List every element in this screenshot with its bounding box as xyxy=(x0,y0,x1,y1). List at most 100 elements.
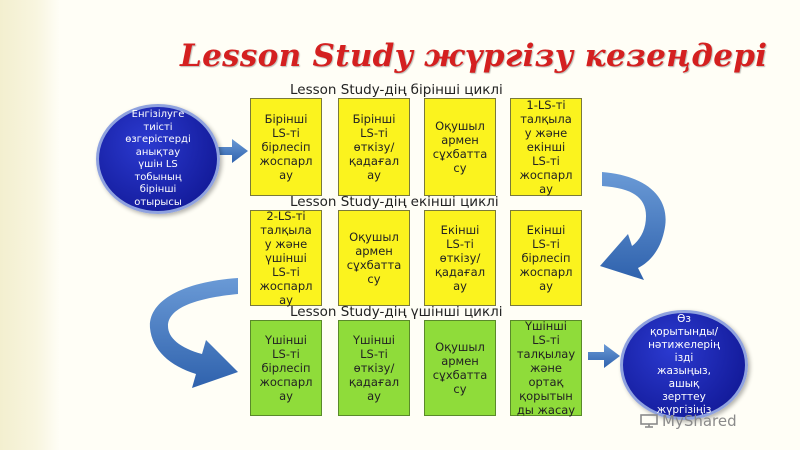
box-text-line: ау xyxy=(539,279,553,293)
box-text-line: ортақ xyxy=(528,375,564,389)
box-text-line: LS-ті xyxy=(446,237,474,251)
box-text-line: у және xyxy=(524,126,568,140)
arrow-right-2 xyxy=(588,344,620,368)
box-text-line: қорытын xyxy=(519,389,573,403)
box-text-line: талқыла xyxy=(260,223,312,237)
box-text-line: Екінші xyxy=(526,223,566,237)
decorative-stripe xyxy=(0,0,60,450)
box-text-line: ау xyxy=(279,168,293,182)
box-text-line: Оқушыл xyxy=(435,340,485,354)
box-text-line: LS-ті xyxy=(360,126,388,140)
box-text-line: су xyxy=(453,382,467,396)
box-text-line: талқылау xyxy=(516,347,576,361)
presentation-icon xyxy=(640,414,658,428)
box-text-line: Үшінші xyxy=(525,319,567,333)
box-text-line: армен xyxy=(441,133,479,147)
box-text-line: жоспарл xyxy=(259,154,313,168)
watermark: MyShared xyxy=(640,412,737,430)
circle-text-line: Өз xyxy=(677,313,691,325)
box-text-line: LS-ті xyxy=(272,126,300,140)
box-text-line: 1-LS-ті xyxy=(526,98,566,112)
box-text-line: армен xyxy=(441,354,479,368)
box-text-line: ау xyxy=(367,389,381,403)
box-text-line: LS-ті xyxy=(532,154,560,168)
box-text-line: Екінші xyxy=(440,223,480,237)
box-text-line: талқыла xyxy=(520,112,572,126)
box-text-line: у және xyxy=(264,237,308,251)
box-text-line: екінші xyxy=(526,140,566,154)
box-text-line: Бірінші xyxy=(264,112,308,126)
box-text-line: LS-ті xyxy=(272,265,300,279)
box-text-line: бірлесіп xyxy=(261,361,311,375)
box-text-line: Бірінші xyxy=(352,112,396,126)
box-text-line: армен xyxy=(355,244,393,258)
box-text-line: су xyxy=(367,272,381,286)
cycle-3-heading: Lesson Study-дің үшінші циклі xyxy=(290,304,503,320)
circle-text-line: нәтижелерің xyxy=(648,339,720,351)
circle-text-line: зерттеу xyxy=(662,391,706,403)
circle-text-line: өзгерістерді xyxy=(125,134,191,145)
box-text-line: қадағал xyxy=(348,154,400,168)
circle-text-line: ашық xyxy=(668,378,700,390)
box-text-line: су xyxy=(453,161,467,175)
circle-text-line: тиісті xyxy=(143,121,173,133)
box-text-line: Үшінші xyxy=(265,333,307,347)
circle-text-line: тобының xyxy=(134,171,182,183)
box-text-line: және xyxy=(529,361,562,375)
box-text-line: LS-ті xyxy=(360,347,388,361)
box-text-line: үшінші xyxy=(265,251,307,265)
box-text-line: Оқушыл xyxy=(435,119,485,133)
box-text-line: LS-ті xyxy=(532,333,560,347)
box-text-line: Оқушыл xyxy=(349,230,399,244)
box-text-line: жоспарл xyxy=(259,279,313,293)
box-text-line: ау xyxy=(539,182,553,196)
watermark-text: MyShared xyxy=(662,412,737,430)
arrow-curve-right xyxy=(600,172,666,280)
box-text-line: өткізу/ xyxy=(353,361,395,375)
circle-text-line: отырысы xyxy=(134,196,182,208)
cycle-2-heading: Lesson Study-дің екінші циклі xyxy=(290,194,499,210)
cycle-1-heading: Lesson Study-дің бірінші циклі xyxy=(290,82,503,98)
box-text-line: LS-ті xyxy=(272,347,300,361)
box-text-line: ды жасау xyxy=(516,403,576,417)
box-text-line: бірлесіп xyxy=(521,251,571,265)
box-text-line: сұхбатта xyxy=(432,147,488,161)
box-text-line: жоспарл xyxy=(519,168,573,182)
box-text-line: жоспарл xyxy=(259,375,313,389)
box-text-line: сұхбатта xyxy=(346,258,402,272)
circle-text-line: ізді xyxy=(674,352,694,364)
box-text-line: 2-LS-ті xyxy=(266,209,306,223)
box-text-line: өткізу/ xyxy=(439,251,481,265)
box-text-line: ау xyxy=(279,293,293,307)
box-text-line: ау xyxy=(367,168,381,182)
box-text-line: LS-ті xyxy=(532,237,560,251)
box-text-line: өткізу/ xyxy=(353,140,395,154)
circle-text-line: Енгізілуге xyxy=(131,109,185,120)
slide-title: Lesson Study жүргізу кезеңдері xyxy=(180,38,768,74)
circle-text-line: анықтау xyxy=(135,146,181,158)
circle-text-line: жүргізіңіз xyxy=(656,404,712,416)
box-text-line: Үшінші xyxy=(353,333,395,347)
arrow-curve-left xyxy=(149,278,238,388)
box-text-line: ау xyxy=(453,279,467,293)
box-text-line: жоспарл xyxy=(519,265,573,279)
circle-text-line: үшін LS xyxy=(138,159,178,170)
box-text-line: қадағал xyxy=(348,375,400,389)
circle-text-line: бірінші xyxy=(139,184,177,195)
